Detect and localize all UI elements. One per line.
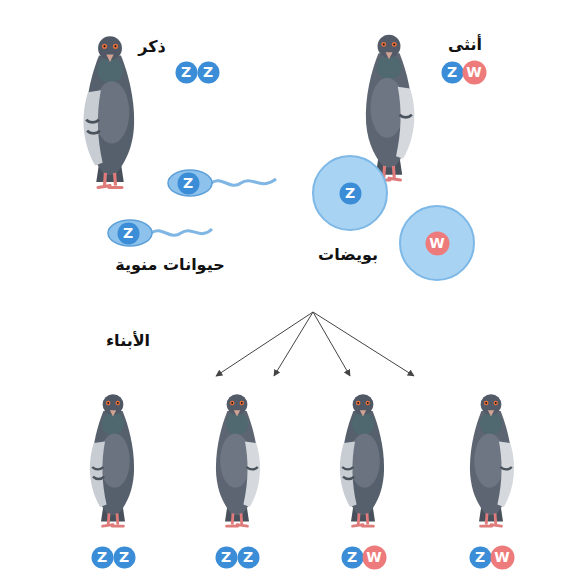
offspring-pigeon: [470, 394, 514, 526]
chromosome-letter: Z: [181, 65, 191, 79]
offspring-arrows: [216, 312, 414, 376]
chromosome-circle: Z: [113, 546, 136, 569]
chromosome-circle: W: [462, 60, 487, 85]
chromosome-letter: Z: [203, 65, 213, 79]
chromosome-circle: W: [362, 545, 387, 570]
chromosome-circle: Z: [339, 182, 362, 205]
offspring-pigeon: [340, 394, 384, 526]
chromosome-circle: Z: [197, 61, 220, 84]
group-label: حيوانات منوية: [115, 255, 224, 274]
chromosome-letter: Z: [447, 65, 457, 79]
sex-label: ذكر: [138, 37, 165, 56]
chromosome-letter: W: [494, 550, 509, 564]
chromosome-circle: W: [490, 545, 515, 570]
chromosome-letter: Z: [97, 550, 107, 564]
offspring-pigeon: [216, 394, 260, 526]
chromosome-circle: W: [425, 231, 450, 256]
egg-cell: [313, 156, 474, 280]
offspring-pigeon: [90, 394, 134, 526]
group-label: بويضات: [318, 245, 378, 264]
male-pigeon: [84, 36, 135, 187]
chromosome-circle: Z: [117, 222, 140, 245]
chromosome-letter: W: [429, 236, 444, 250]
chromosome-circle: Z: [175, 61, 198, 84]
chromosome-letter: Z: [243, 550, 253, 564]
sperm: [108, 170, 276, 246]
sex-label: أنثى: [448, 35, 482, 54]
group-label: الأبناء: [106, 331, 150, 350]
chromosome-circle: Z: [215, 546, 238, 569]
female-pigeon: [366, 35, 415, 180]
chromosome-circle: Z: [469, 546, 492, 569]
chromosome-letter: Z: [345, 186, 355, 200]
chromosome-circle: Z: [177, 172, 200, 195]
chromosome-circle: Z: [341, 546, 364, 569]
chromosome-letter: Z: [475, 550, 485, 564]
chromosome-circle: Z: [237, 546, 260, 569]
chromosome-letter: Z: [347, 550, 357, 564]
chromosome-circle: Z: [441, 61, 464, 84]
chromosome-letter: W: [366, 550, 381, 564]
chromosome-letter: Z: [183, 176, 193, 190]
chromosome-letter: W: [466, 65, 481, 79]
chromosome-letter: Z: [123, 226, 133, 240]
chromosome-letter: Z: [221, 550, 231, 564]
chromosome-circle: Z: [91, 546, 114, 569]
chromosome-letter: Z: [119, 550, 129, 564]
